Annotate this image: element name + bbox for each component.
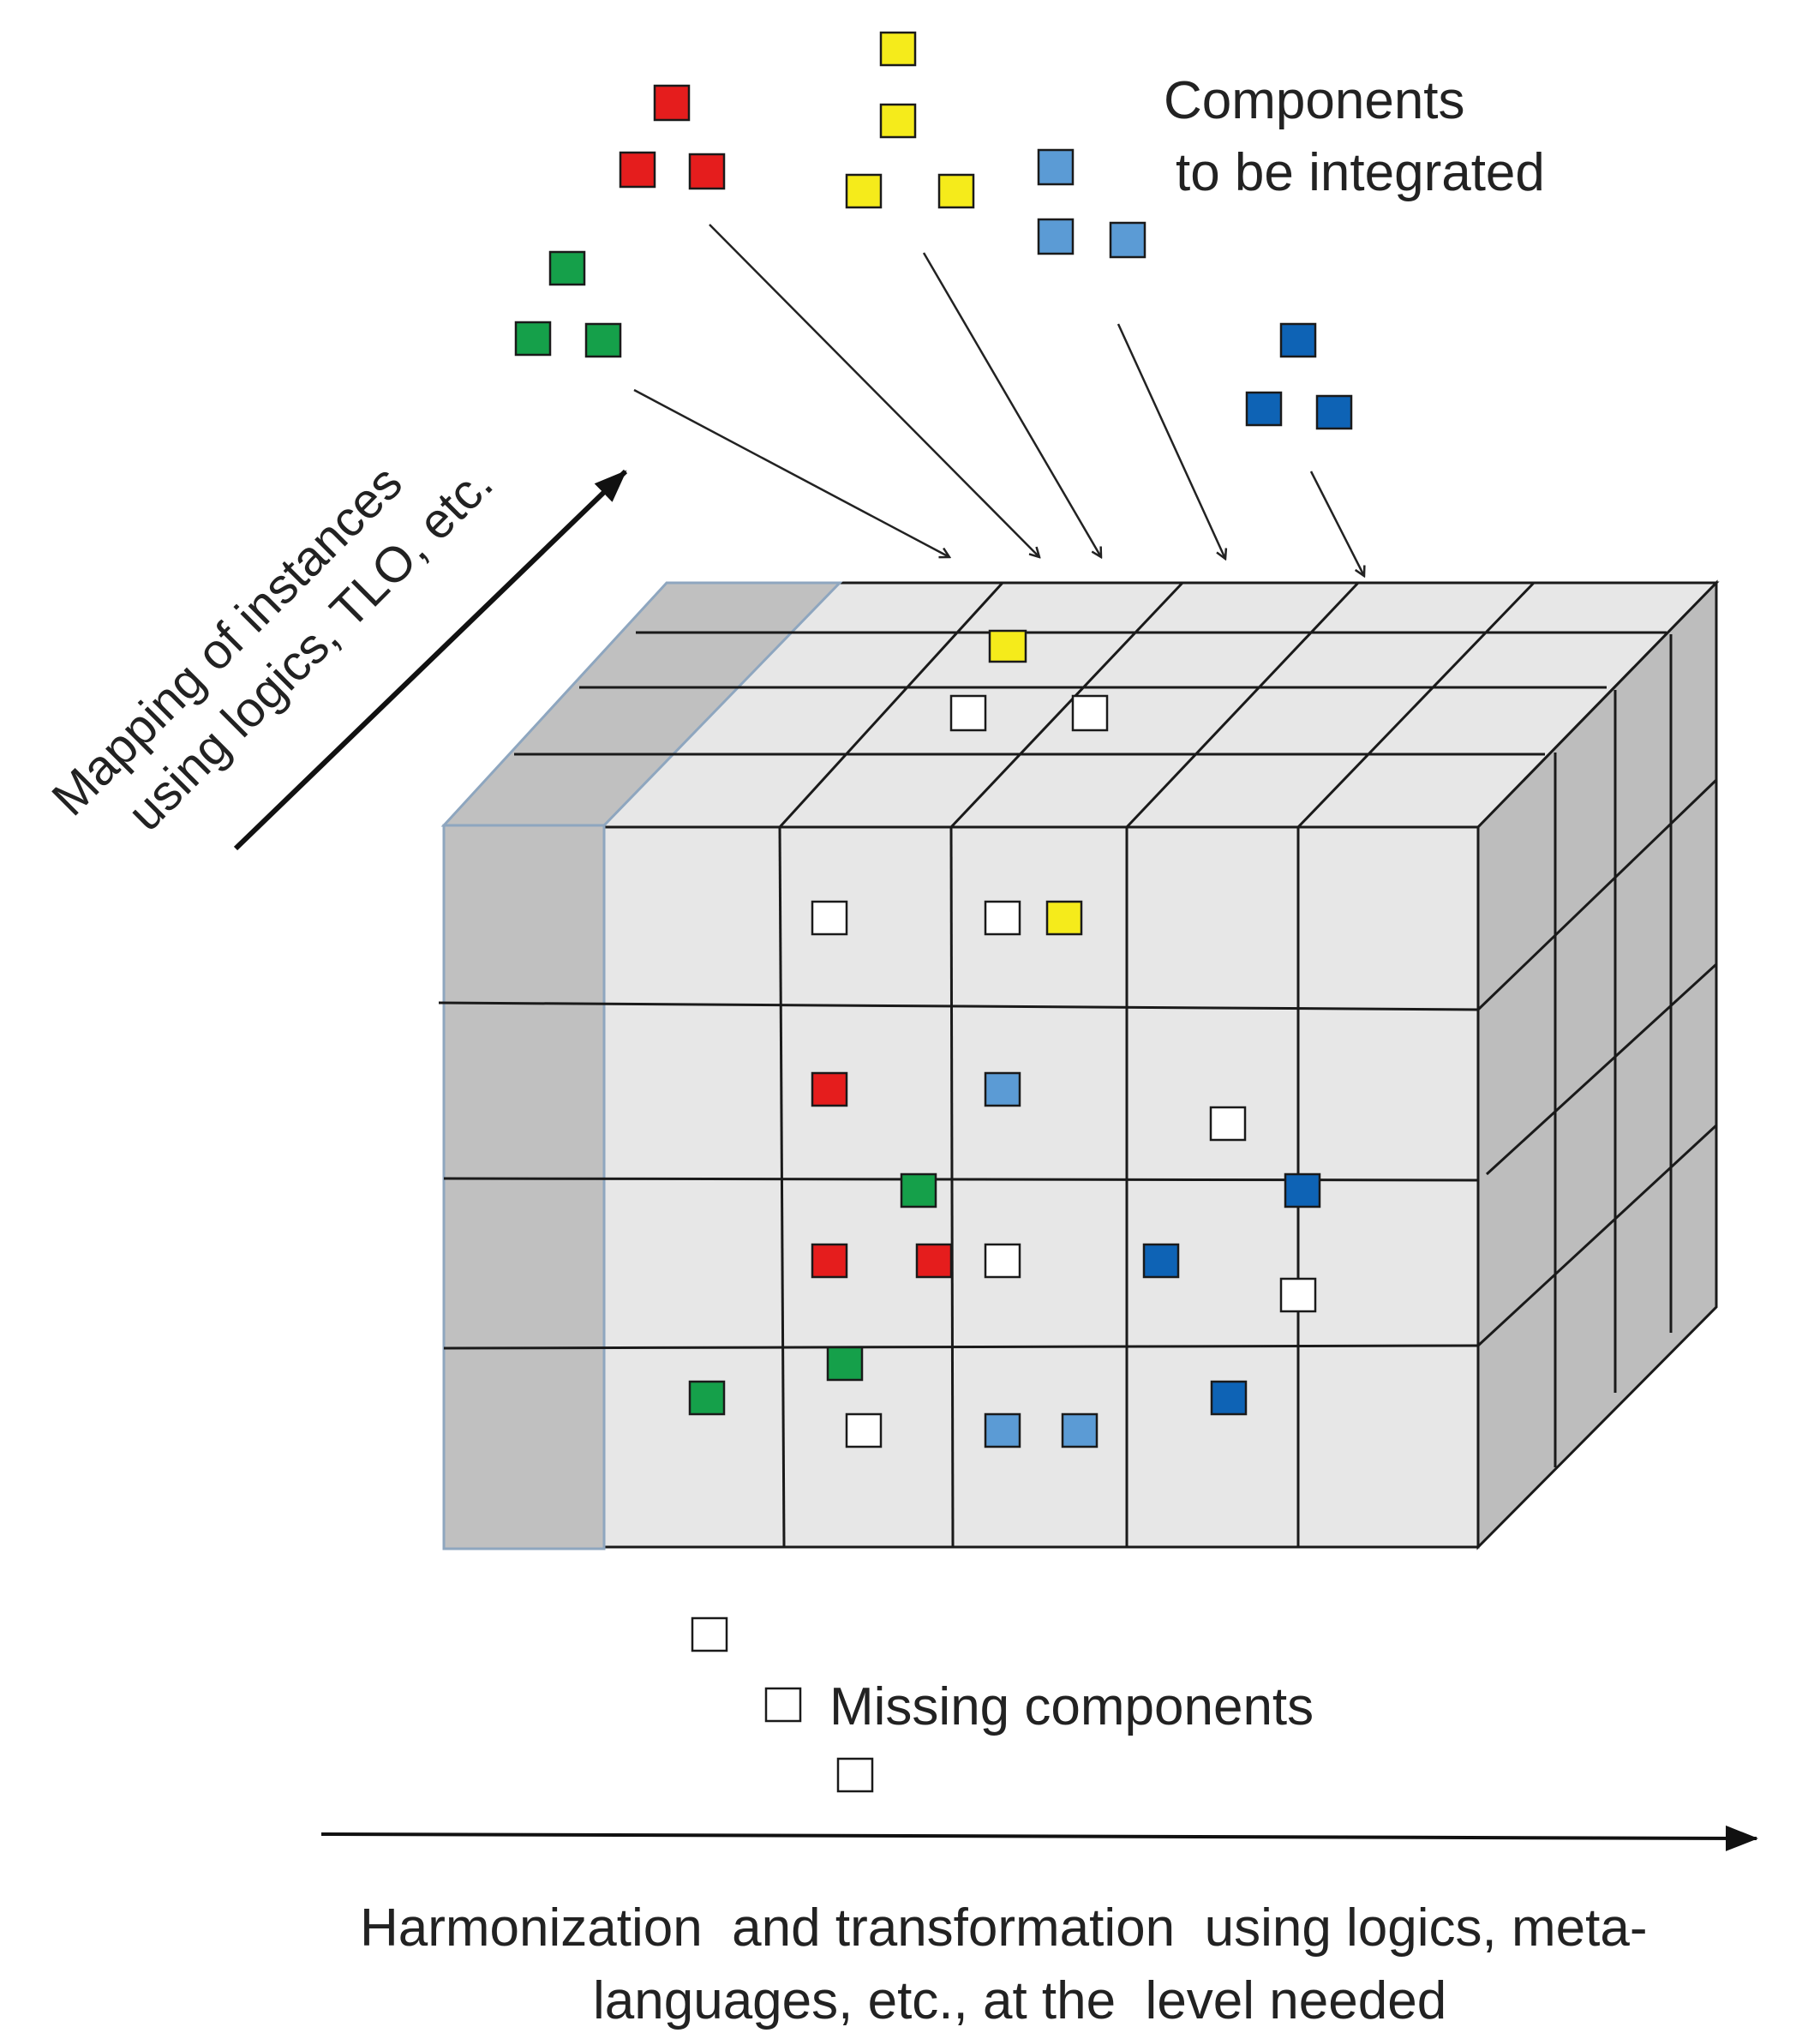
- missing-component-square: [811, 900, 848, 936]
- component-square-yellow: [845, 173, 883, 209]
- component-square-green: [548, 250, 586, 286]
- top-face-width-lines: [778, 581, 1536, 829]
- missing-component-square: [764, 1687, 802, 1723]
- mapping-arrow: [233, 469, 628, 851]
- side-face-grid: [1476, 634, 1718, 1467]
- components-label-line1: Components: [1164, 71, 1465, 130]
- missing-component-square: [984, 1243, 1021, 1279]
- component-square-green: [688, 1380, 726, 1416]
- integration-cube: [438, 579, 1720, 1550]
- component-square-yellow: [879, 103, 917, 139]
- missing-component-square: [949, 694, 987, 732]
- missing-component-square: [1209, 1106, 1247, 1142]
- component-square-yellow: [879, 31, 917, 67]
- component-square-red: [688, 153, 726, 190]
- component-square-red: [619, 151, 656, 189]
- missing-component-square: [845, 1412, 883, 1448]
- mapping-label: Mapping of instances using logics, TLO, …: [41, 455, 503, 842]
- arrow-green-to-cube: [633, 388, 949, 557]
- component-square-dark-blue: [1279, 322, 1317, 358]
- missing-component-square: [1279, 1277, 1317, 1313]
- component-square-dark-blue: [1245, 391, 1283, 427]
- components-label-line2: to be integrated: [1176, 143, 1545, 202]
- components-to-integrate: [514, 31, 1353, 430]
- component-square-red: [915, 1243, 953, 1279]
- component-square-dark-blue: [1315, 394, 1353, 430]
- component-group-red: [619, 84, 726, 190]
- missing-component-square: [836, 1757, 874, 1793]
- component-square-light-blue: [1037, 148, 1075, 186]
- component-square-light-blue: [1037, 218, 1075, 255]
- component-group-green: [514, 250, 622, 358]
- component-square-dark-blue: [1210, 1380, 1248, 1416]
- component-group-light-blue: [1037, 148, 1146, 259]
- component-square-light-blue: [984, 1412, 1021, 1448]
- component-square-green: [584, 322, 622, 358]
- arrow-light-blue-to-cube: [1117, 323, 1225, 559]
- component-square-yellow: [988, 629, 1027, 663]
- arrow-red-to-cube: [709, 224, 1039, 557]
- component-square-light-blue: [1109, 221, 1146, 259]
- integration-arrows: [633, 224, 1364, 576]
- front-face-components: [688, 900, 1321, 1448]
- component-square-green: [900, 1172, 937, 1208]
- harmonization-label-line2: languages, etc., at the level needed: [593, 1971, 1446, 2030]
- missing-component-square: [1071, 694, 1109, 732]
- missing-components-label: Missing components: [829, 1677, 1314, 1736]
- component-square-green: [514, 321, 552, 357]
- component-group-dark-blue: [1245, 322, 1353, 430]
- harmonization-arrow: [320, 1825, 1758, 1851]
- cube-left-slab-top: [440, 581, 843, 827]
- arrow-yellow-to-cube: [922, 252, 1101, 557]
- component-square-light-blue: [984, 1071, 1021, 1107]
- missing-components-legend: Missing components: [691, 1616, 1314, 1793]
- component-square-red: [811, 1071, 848, 1107]
- cube-left-slab: [442, 824, 606, 1550]
- component-square-red: [653, 84, 691, 122]
- component-square-dark-blue: [1284, 1172, 1321, 1208]
- missing-component-square: [984, 900, 1021, 936]
- component-square-light-blue: [1061, 1412, 1099, 1448]
- component-group-yellow: [845, 31, 975, 209]
- component-square-dark-blue: [1142, 1243, 1180, 1279]
- arrow-dark-blue-to-cube: [1309, 471, 1364, 576]
- component-square-red: [811, 1243, 848, 1279]
- missing-component-square: [691, 1616, 728, 1652]
- top-face-components: [949, 629, 1109, 732]
- top-face-depth-lines: [514, 631, 1667, 756]
- component-square-green: [826, 1346, 864, 1382]
- component-square-yellow: [1045, 900, 1083, 936]
- harmonization-label-line1: Harmonization and transformation using l…: [360, 1898, 1647, 1958]
- component-square-yellow: [937, 173, 975, 209]
